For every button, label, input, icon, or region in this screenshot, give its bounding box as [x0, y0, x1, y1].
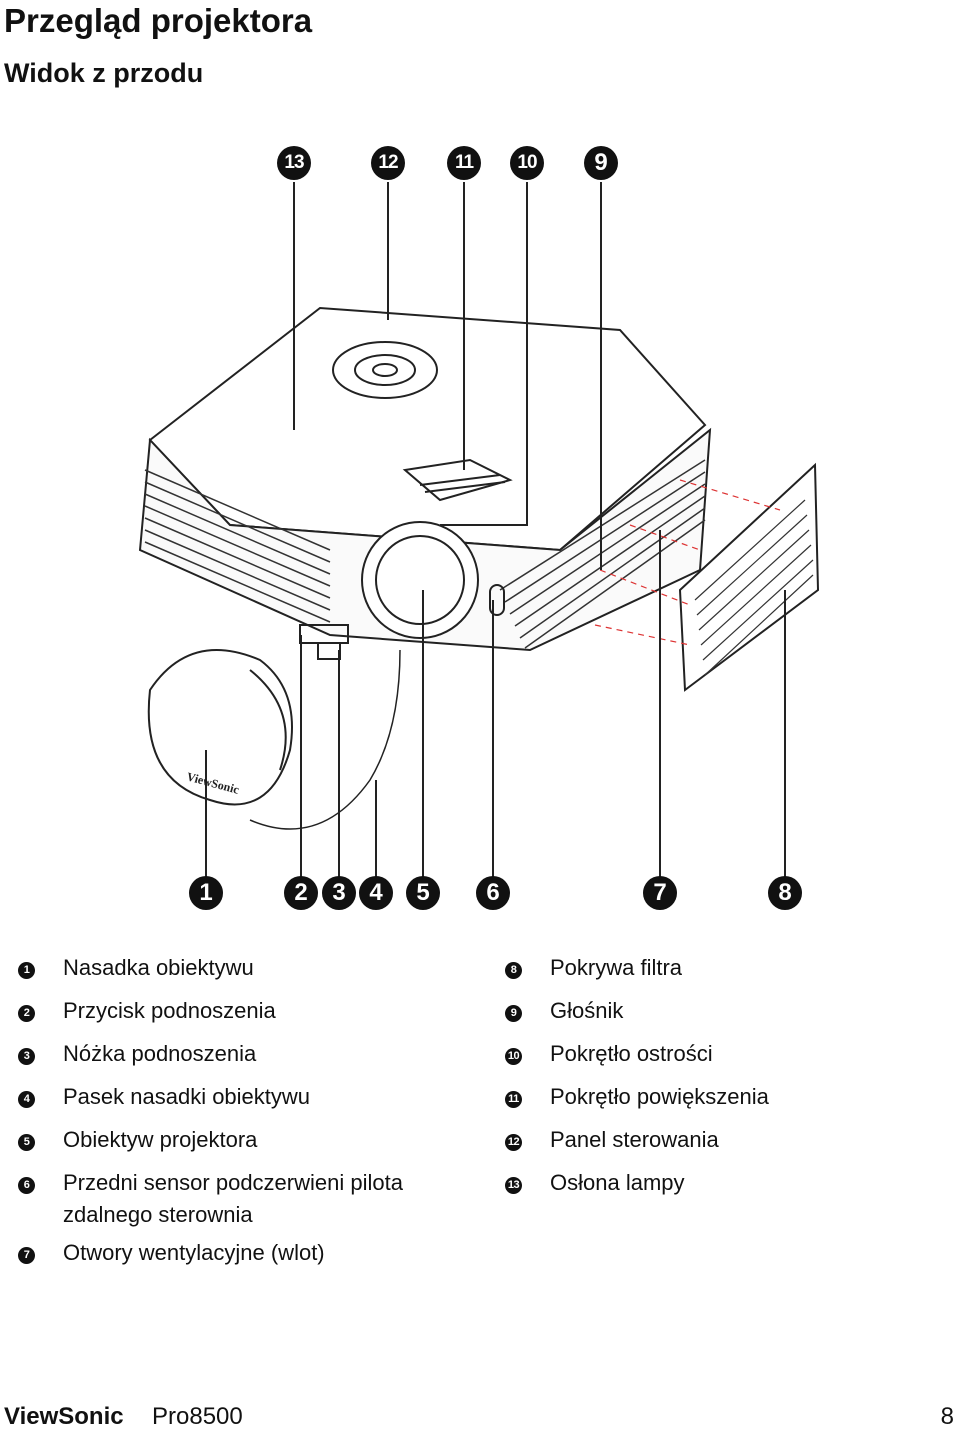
legend-number: 10 [505, 1048, 522, 1065]
legend-item: 4 Pasek nasadki obiektywu [18, 1081, 448, 1113]
page-title: Przegląd projektora [4, 2, 313, 39]
legend-item: 9 Głośnik [505, 995, 945, 1027]
legend-left: 1 Nasadka obiektywu 2 Przycisk podnoszen… [18, 952, 448, 1269]
callout-10: 10 [510, 146, 544, 180]
legend-number: 6 [18, 1177, 35, 1194]
legend-item: 7 Otwory wentylacyjne (wlot) [18, 1237, 448, 1269]
legend-number: 12 [505, 1134, 522, 1151]
callout-4: 4 [359, 876, 393, 910]
legend-item: 11 Pokrętło powiększenia [505, 1081, 945, 1113]
legend-text: Nóżka podnoszenia [63, 1041, 257, 1066]
callout-13: 13 [277, 146, 311, 180]
legend-text: Przedni sensor podczerwieni pilota zdaln… [63, 1170, 403, 1227]
legend-right: 8 Pokrywa filtra 9 Głośnik 10 Pokrętło o… [505, 952, 945, 1199]
legend-text: Nasadka obiektywu [63, 955, 254, 980]
legend-item: 13 Osłona lampy [505, 1167, 945, 1199]
legend-item: 5 Obiektyw projektora [18, 1124, 448, 1156]
control-panel [332, 341, 438, 399]
legend-text: Otwory wentylacyjne (wlot) [63, 1240, 325, 1265]
callout-5: 5 [406, 876, 440, 910]
legend-item: 12 Panel sterowania [505, 1124, 945, 1156]
callout-9: 9 [584, 146, 618, 180]
footer-model: Pro8500 [152, 1403, 243, 1430]
legend-item: 1 Nasadka obiektywu [18, 952, 448, 984]
legend-number: 4 [18, 1091, 35, 1108]
callout-8: 8 [768, 876, 802, 910]
legend-text: Osłona lampy [550, 1170, 685, 1195]
legend-number: 8 [505, 962, 522, 979]
legend-text: Pasek nasadki obiektywu [63, 1084, 311, 1109]
legend-item: 6 Przedni sensor podczerwieni pilota zda… [18, 1167, 448, 1231]
legend-number: 3 [18, 1048, 35, 1065]
page-number: 8 [940, 1403, 954, 1430]
legend-number: 1 [18, 962, 35, 979]
callout-3: 3 [322, 876, 356, 910]
legend-number: 9 [505, 1005, 522, 1022]
projector-front-diagram: ViewSonic [138, 182, 820, 878]
legend-number: 2 [18, 1005, 35, 1022]
legend-number: 11 [505, 1091, 522, 1108]
lens-glass [375, 535, 465, 625]
ir-sensor [489, 584, 505, 616]
callout-7: 7 [643, 876, 677, 910]
legend-item: 3 Nóżka podnoszenia [18, 1038, 448, 1070]
footer-brand: ViewSonic [4, 1403, 124, 1430]
section-subtitle: Widok z przodu [4, 58, 204, 88]
callout-1: 1 [189, 876, 223, 910]
legend-text: Pokrętło powiększenia [550, 1084, 769, 1109]
callout-6: 6 [476, 876, 510, 910]
callout-2: 2 [284, 876, 318, 910]
legend-text: Pokrętło ostrości [550, 1041, 713, 1066]
legend-text: Przycisk podnoszenia [63, 998, 276, 1023]
legend-number: 7 [18, 1247, 35, 1264]
callout-11: 11 [447, 146, 481, 180]
legend-text: Obiektyw projektora [63, 1127, 258, 1152]
callout-12: 12 [371, 146, 405, 180]
lens-cap-strap-shape [249, 649, 401, 830]
legend-item: 8 Pokrywa filtra [505, 952, 945, 984]
lens-outer-ring [361, 521, 479, 639]
legend-text: Pokrywa filtra [550, 955, 683, 980]
legend-item: 10 Pokrętło ostrości [505, 1038, 945, 1070]
legend-number: 13 [505, 1177, 522, 1194]
legend-text: Głośnik [550, 998, 624, 1023]
legend-text: Panel sterowania [550, 1127, 719, 1152]
legend-item: 2 Przycisk podnoszenia [18, 995, 448, 1027]
legend-number: 5 [18, 1134, 35, 1151]
lens-cap-shape [147, 649, 293, 806]
